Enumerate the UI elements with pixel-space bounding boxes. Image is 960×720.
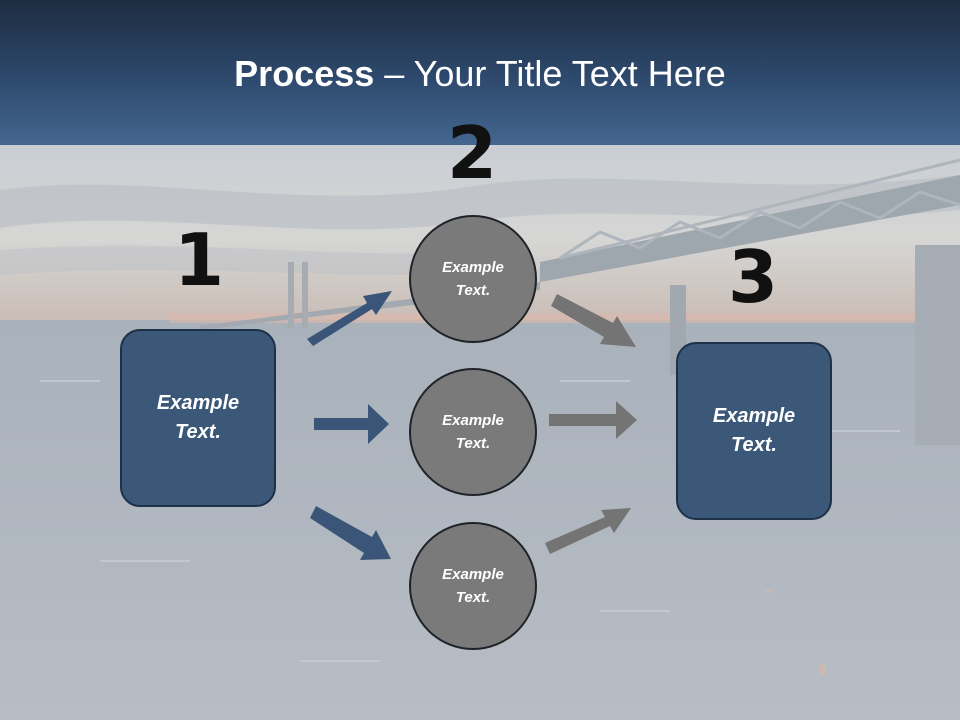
arrow-up-right-blue [307,291,392,346]
slide-title: Process – Your Title Text Here [0,52,960,96]
step-2-circle-middle[interactable]: Example Text. [409,368,537,496]
circle-middle-label: Example Text. [442,412,504,452]
circle-bottom-label: Example Text. [442,566,504,606]
circle-top-label: Example Text. [442,259,504,299]
title-rest: – Your Title Text Here [374,53,726,94]
arrow-down-right-gray [551,294,636,347]
step-number-2: 2 [446,111,498,195]
step-number-1: 1 [173,218,225,302]
title-bold: Process [234,53,375,94]
step-number-3: 3 [727,235,779,319]
step-1-label: Example Text. [156,392,240,443]
arrow-down-right-blue [310,506,391,560]
step-1-box[interactable]: Example Text. [120,329,276,507]
arrow-right-blue [314,404,389,444]
step-3-box[interactable]: Example Text. [676,342,832,520]
step-3-label: Example Text. [712,405,796,456]
step-2-circle-bottom[interactable]: Example Text. [409,522,537,650]
arrow-right-gray [549,401,637,439]
arrow-up-right-gray [545,508,631,554]
title-bar [0,0,960,145]
step-2-circle-top[interactable]: Example Text. [409,215,537,343]
